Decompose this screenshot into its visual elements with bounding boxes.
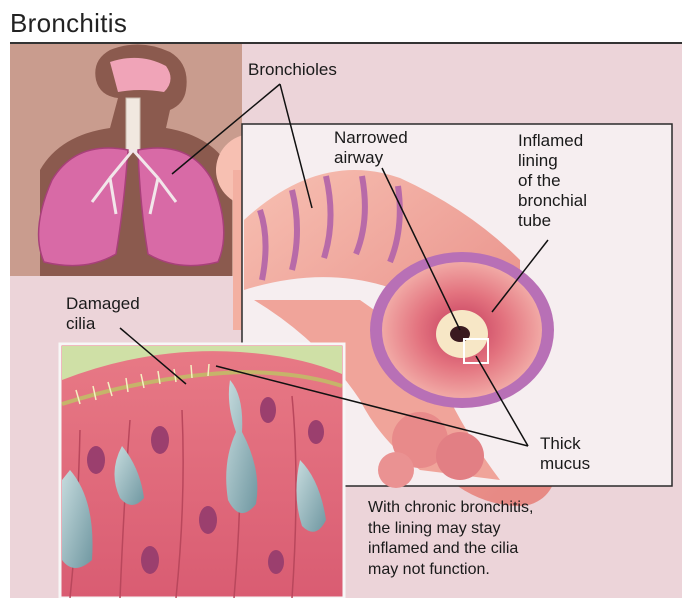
cilia-closeup [60, 344, 344, 598]
label-inflamed-lining: Inflamed lining of the bronchial tube [518, 131, 587, 231]
cell-nucleus [308, 420, 324, 444]
cell-nucleus [199, 506, 217, 534]
trachea [126, 98, 140, 152]
torso-illustration [10, 44, 242, 276]
label-narrowed-airway: Narrowed airway [334, 128, 408, 168]
cell-nucleus [151, 426, 169, 454]
label-bronchioles: Bronchioles [248, 60, 337, 80]
cell-nucleus [87, 446, 105, 474]
label-thick-mucus: Thick mucus [540, 434, 590, 474]
cell-nucleus [141, 546, 159, 574]
cell-nucleus [260, 397, 276, 423]
cell-nucleus [268, 550, 284, 574]
alveolus [378, 452, 414, 488]
label-damaged-cilia: Damaged cilia [66, 294, 140, 334]
caption: With chronic bronchitis, the lining may … [368, 498, 533, 580]
alveolus [436, 432, 484, 480]
